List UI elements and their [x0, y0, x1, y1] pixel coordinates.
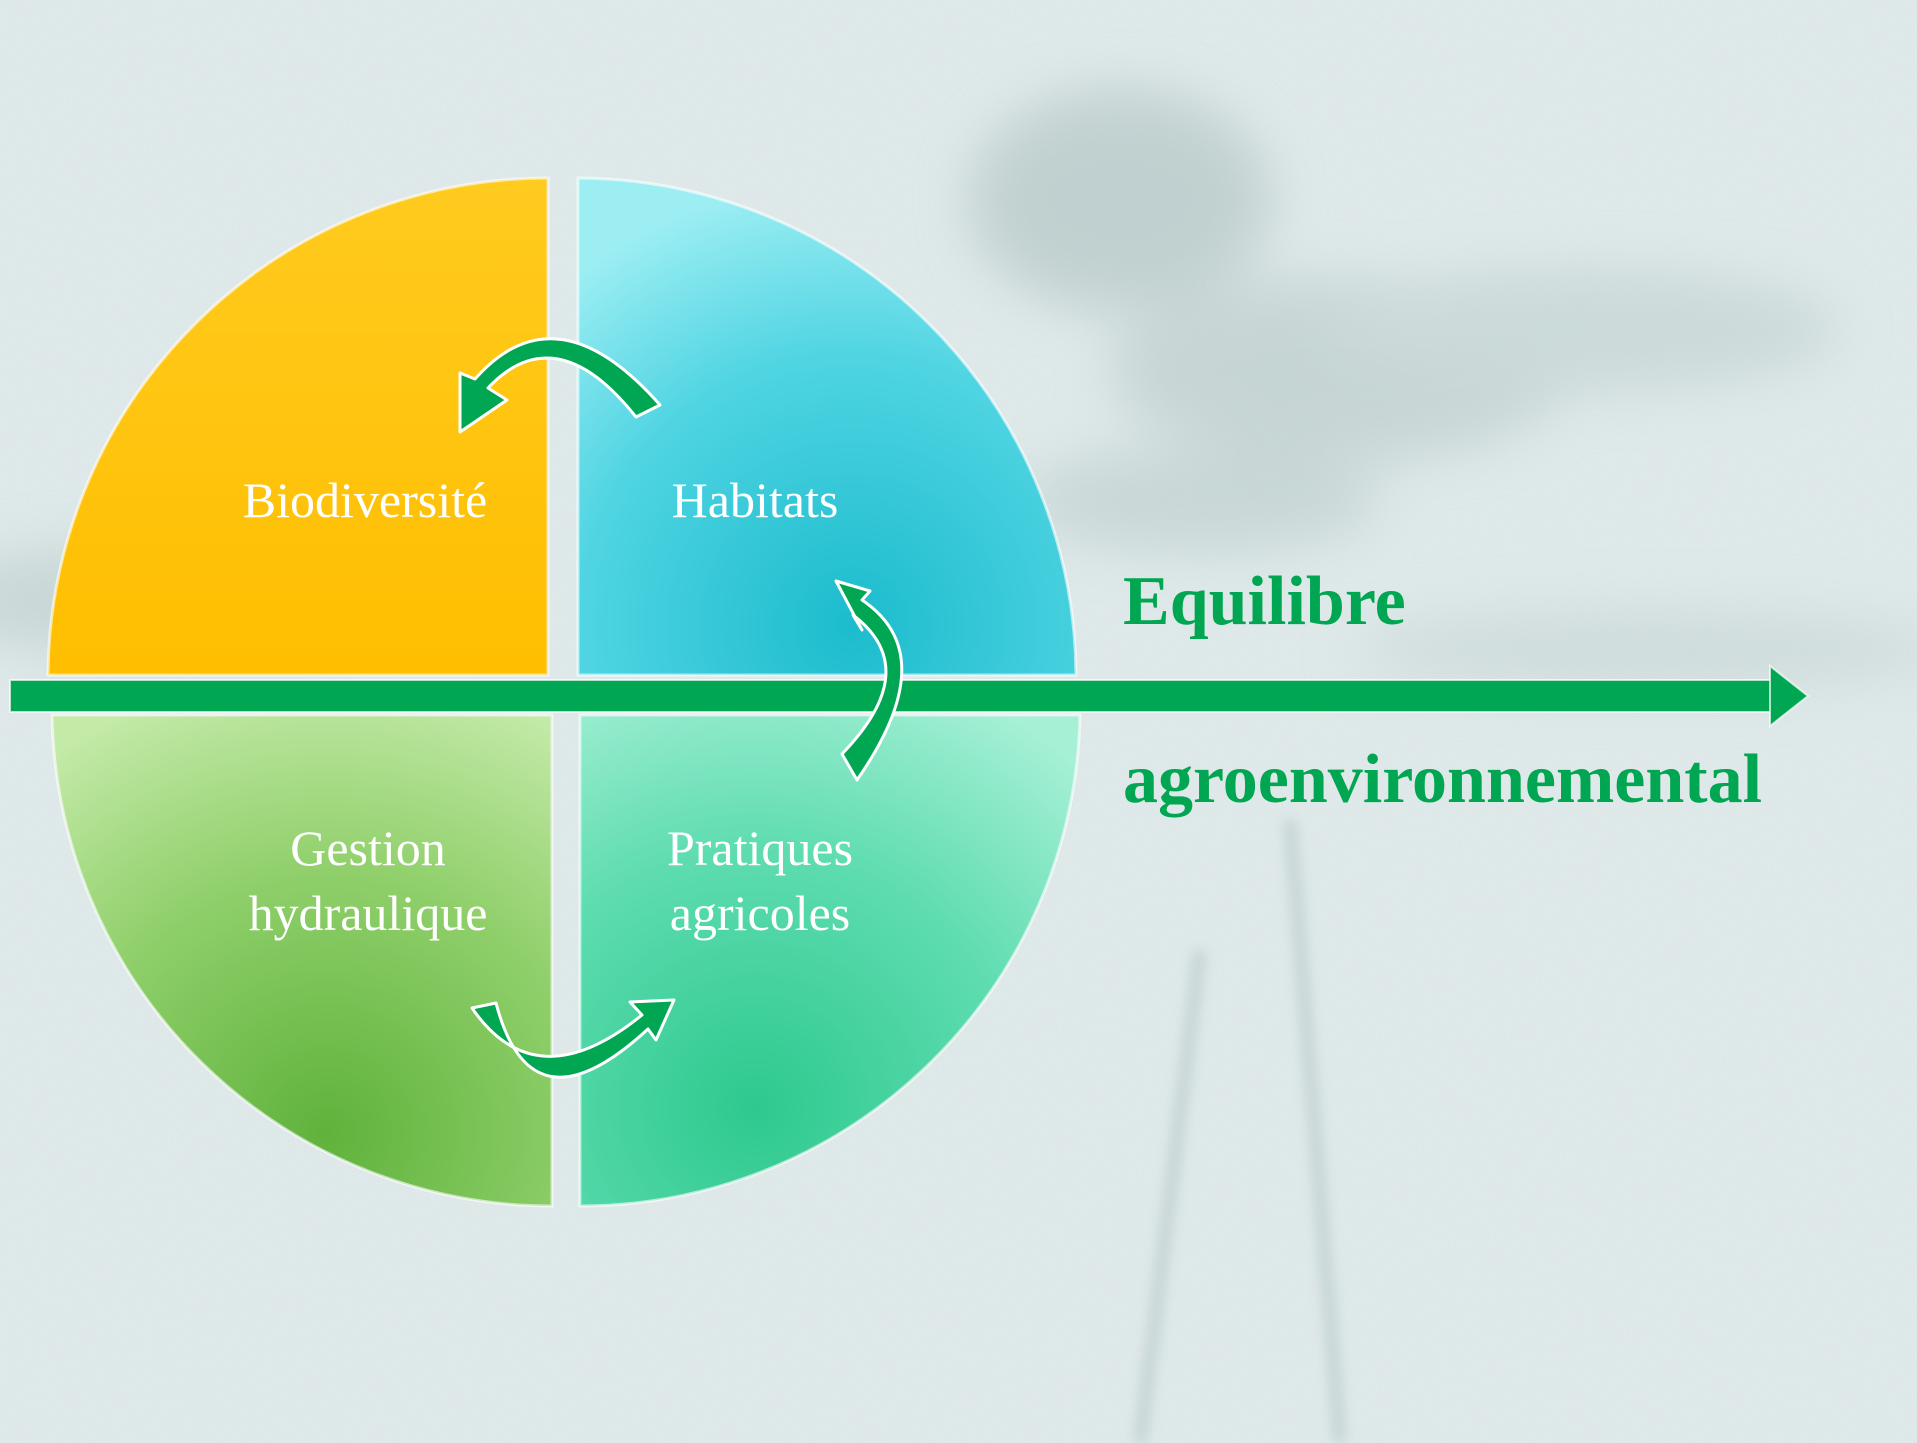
- cycle-arrow-gestion-to-pratiques: [470, 998, 676, 1079]
- label-biodiversite: Biodiversité: [243, 472, 487, 528]
- quadrant-biodiversite: [46, 176, 550, 677]
- quadrant-gestion-hydraulique: [50, 713, 554, 1208]
- axis-label-equilibre: Equilibre: [1123, 563, 1406, 640]
- cycle-arrow-habitats-to-biodiversite: [458, 337, 662, 434]
- quadrant-pratiques-agricoles: [578, 713, 1082, 1208]
- label-pratiques: Pratiques: [667, 820, 853, 876]
- cycle-arrow-pratiques-to-habitats: [834, 579, 904, 782]
- quadrant-labels: Biodiversité Habitats Gestion hydrauliqu…: [243, 472, 853, 941]
- cycle-arrows: [458, 337, 904, 1079]
- circle-quadrants: [46, 176, 1082, 1208]
- label-habitats: Habitats: [672, 472, 839, 528]
- axis-label-agroenvironnemental: agroenvironnemental: [1123, 741, 1762, 818]
- label-hydraulique: hydraulique: [249, 885, 488, 941]
- quadrant-habitats: [576, 176, 1078, 677]
- axis-arrow-head: [1769, 663, 1810, 729]
- label-gestion: Gestion: [290, 820, 446, 876]
- label-agricoles: agricoles: [670, 885, 850, 941]
